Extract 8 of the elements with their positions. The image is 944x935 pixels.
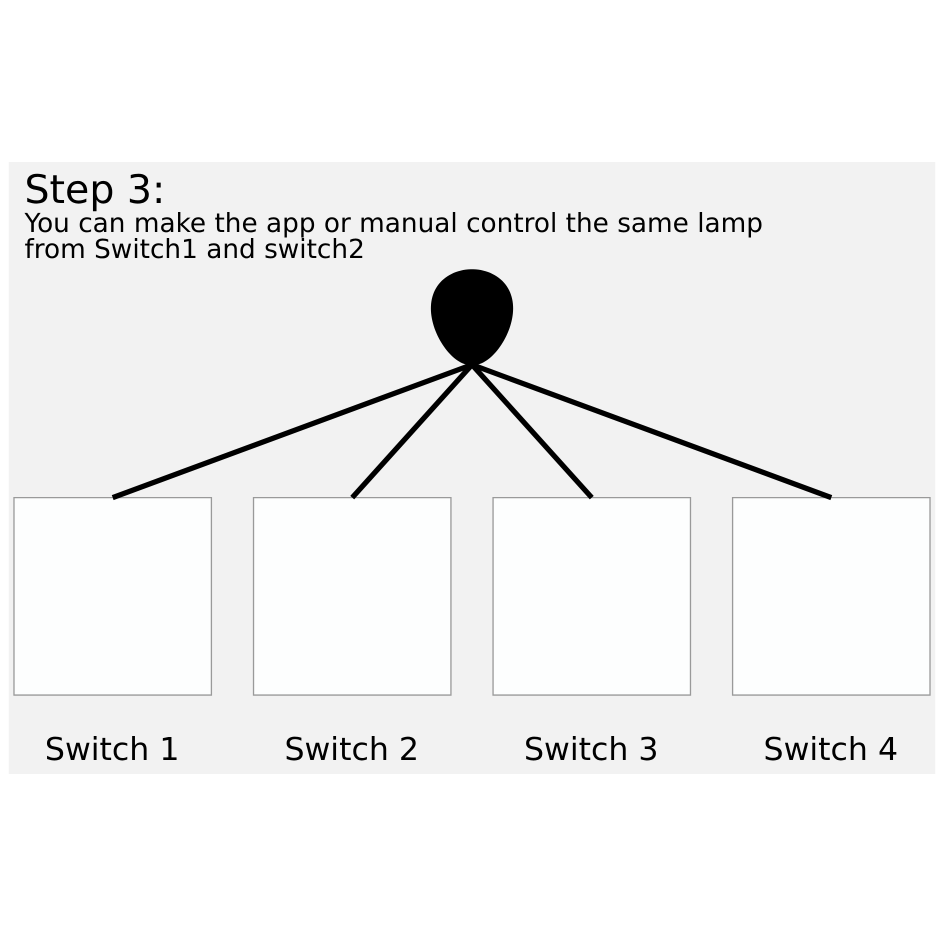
node-label: Switch 2 [284,731,419,768]
node-label: Switch 1 [44,731,180,768]
diagram-title: Step 3: [24,166,166,212]
connector [471,362,832,500]
node-label: Switch 4 [764,731,898,768]
node-picture [430,268,514,365]
connector [112,362,473,500]
node-label: Switch 3 [524,731,659,768]
